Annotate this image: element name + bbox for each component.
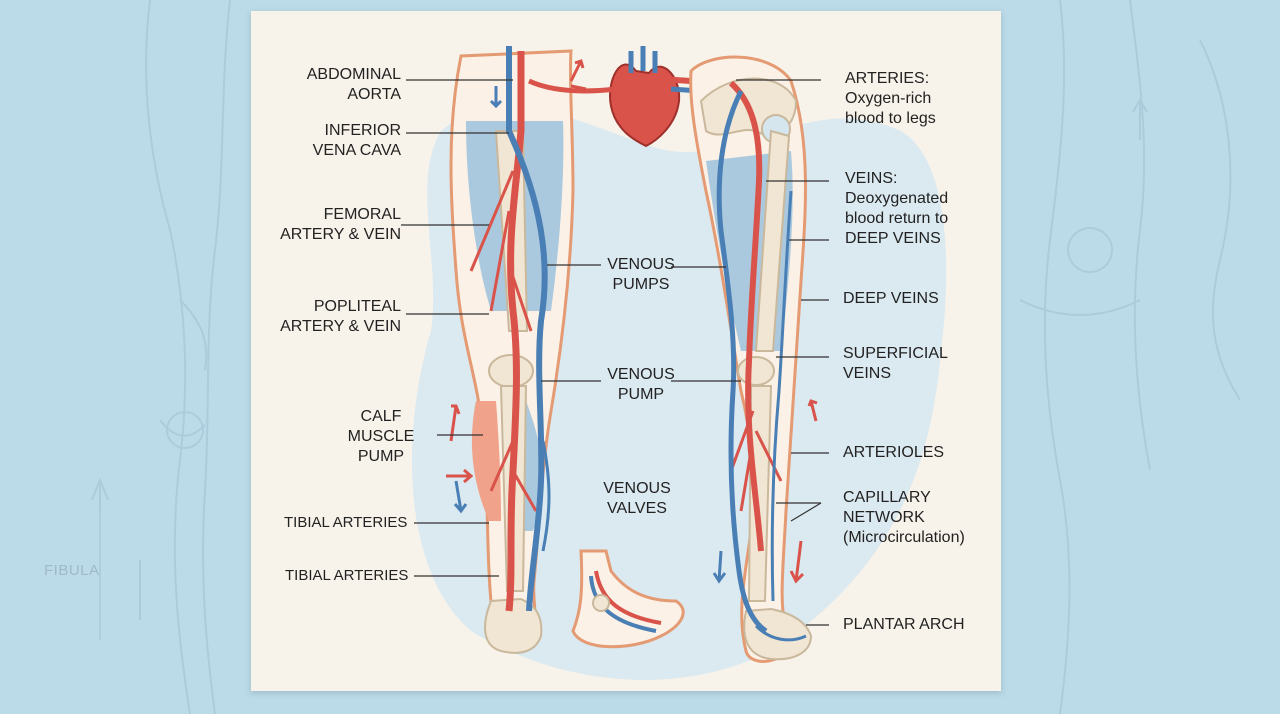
label-plantar-arch: PLANTAR ARCH xyxy=(843,615,965,635)
left-foot-bones xyxy=(485,599,541,653)
label-tibial-arteries-2: TIBIAL ARTERIES xyxy=(285,566,408,586)
background-anatomy-sketch-left xyxy=(0,0,250,714)
background-label-fibula: FIBULA xyxy=(44,562,100,579)
left-patella xyxy=(489,355,533,387)
label-deep-veins: DEEP VEINS xyxy=(843,289,939,309)
label-tibial-arteries-1: TIBIAL ARTERIES xyxy=(284,513,407,533)
right-patella xyxy=(738,357,774,385)
label-arterioles: ARTERIOLES xyxy=(843,443,944,463)
background-anatomy-sketch-right xyxy=(1000,0,1280,714)
